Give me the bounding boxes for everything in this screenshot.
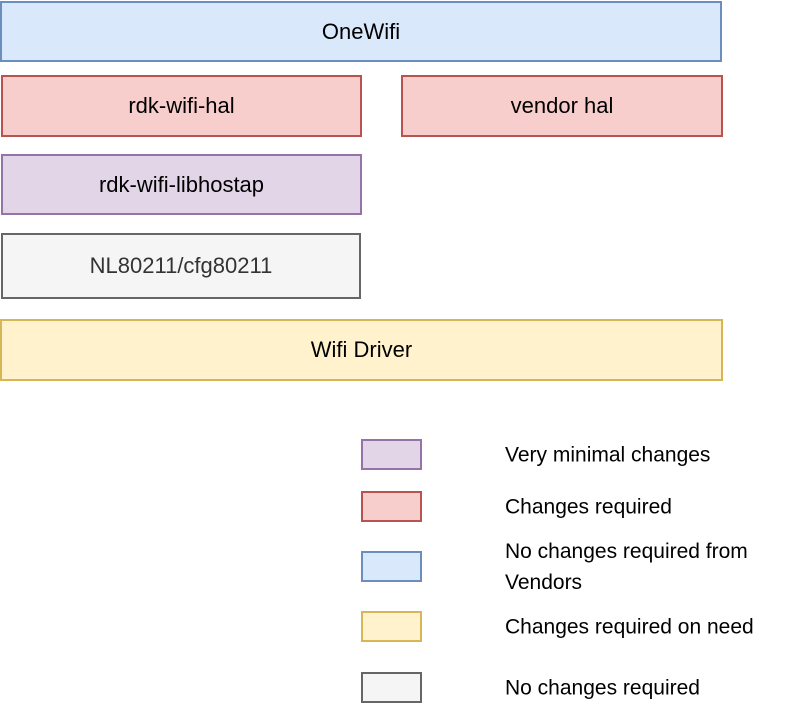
box-rdk-wifi-hal-label: rdk-wifi-hal <box>128 93 235 118</box>
box-vendor-hal: vendor hal <box>401 75 723 137</box>
box-rdk-wifi-libhostap-label: rdk-wifi-libhostap <box>98 171 265 197</box>
box-onewifi: OneWifi <box>0 1 722 62</box>
legend-item: Changes required on need <box>361 611 804 642</box>
legend-item: No changes required <box>361 672 804 703</box>
box-wifi-driver: Wifi Driver <box>0 319 723 381</box>
legend-item-label: No changes required from Vendors <box>505 539 748 594</box>
legend-swatch-red <box>361 491 422 522</box>
legend-item-label: Changes required on need <box>505 615 754 638</box>
box-vendor-hal-label: vendor hal <box>510 93 614 118</box>
box-nl80211-cfg80211: NL80211/cfg80211 <box>1 233 361 299</box>
legend-swatch-purple <box>361 439 422 470</box>
legend-item: Very minimal changes <box>361 439 804 470</box>
box-wifi-driver-label: Wifi Driver <box>310 337 413 362</box>
legend-swatch-gray <box>361 672 422 703</box>
legend-item-label: No changes required <box>505 676 700 699</box>
legend-item: Changes required <box>361 491 804 522</box>
box-rdk-wifi-libhostap: rdk-wifi-libhostap <box>1 154 362 215</box>
legend-item-label: Very minimal changes <box>505 443 711 466</box>
box-onewifi-label: OneWifi <box>321 18 401 44</box>
box-nl80211-cfg80211-label: NL80211/cfg80211 <box>89 253 273 278</box>
legend-item: No changes required from Vendors <box>361 540 804 594</box>
box-rdk-wifi-hal: rdk-wifi-hal <box>1 75 362 137</box>
legend-item-label: Changes required <box>505 495 672 518</box>
legend-swatch-blue <box>361 551 422 582</box>
legend-swatch-yellow <box>361 611 422 642</box>
